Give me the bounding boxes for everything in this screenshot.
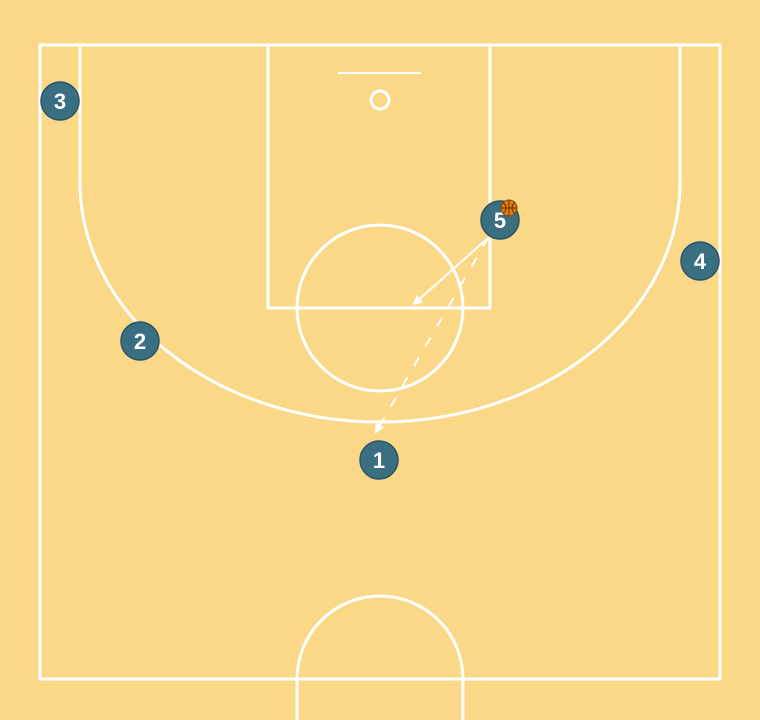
center-circle — [295, 594, 465, 720]
cut-line-5 — [412, 237, 489, 306]
player-2-label: 2 — [134, 329, 146, 354]
player-4-label: 4 — [694, 249, 707, 274]
player-4-marker — [680, 241, 720, 281]
player-1[interactable]: 1 — [359, 440, 399, 480]
player-4[interactable]: 4 — [680, 241, 720, 281]
player-1-marker — [359, 440, 399, 480]
player-3-label: 3 — [54, 89, 66, 114]
paint-key — [266, 43, 492, 310]
three-point-arc — [78, 181, 682, 424]
player-5-label: 5 — [494, 208, 506, 233]
player-3-marker — [40, 81, 80, 121]
free-throw-circle — [295, 223, 465, 393]
player-1-label: 1 — [373, 448, 385, 473]
player-2[interactable]: 2 — [120, 321, 160, 361]
pass-line-5-to-1 — [375, 237, 489, 434]
player-3[interactable]: 3 — [40, 81, 80, 121]
player-2-marker — [120, 321, 160, 361]
basketball-icon — [500, 199, 518, 217]
basket-rim — [369, 89, 391, 111]
